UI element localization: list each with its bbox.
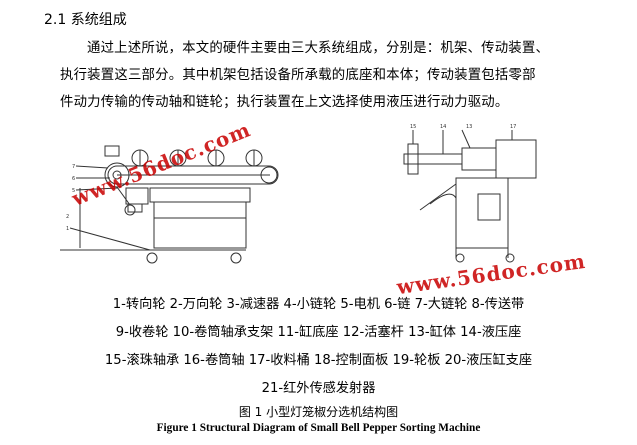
control-panel [477, 193, 501, 221]
side-view-drawing [60, 145, 279, 264]
svg-text:17: 17 [510, 124, 516, 130]
svg-text:13: 13 [466, 124, 472, 130]
svg-text:1: 1 [66, 226, 69, 232]
roller-right [260, 166, 278, 184]
motor [125, 187, 149, 205]
legend-line-1: 1-转向轮 2-万向轮 3-减速器 4-小链轮 5-电机 6-链 7-大链轮 8… [112, 297, 525, 312]
legend-line-3: 15-滚珠轴承 16-卷筒轴 17-收料桶 18-控制面板 19-轮板 20-液… [104, 353, 533, 368]
paragraph-line-2: 执行装置这三部分。其中机架包括设备所承载的底座和本体；传动装置包括零部 [60, 68, 536, 83]
section-heading: 2.1 系统组成 [44, 12, 127, 28]
structure-drawing: 7 6 5 1 2 15 14 13 17 [60, 124, 537, 264]
cylinder-body [461, 147, 497, 171]
svg-text:6: 6 [72, 176, 75, 182]
svg-text:7: 7 [72, 164, 75, 170]
wheel-2 [230, 252, 242, 264]
legend-line-2: 9-收卷轮 10-卷筒轴承支架 11-缸底座 12-活塞杆 13-缸体 14-液… [115, 325, 522, 340]
svg-text:2: 2 [66, 214, 69, 220]
figure-caption-chinese: 图 1 小型灯笼椒分选机结构图 [238, 405, 399, 419]
svg-text:5: 5 [72, 188, 75, 194]
top-view-drawing [403, 129, 537, 263]
figure-caption-english: Figure 1 Structural Diagram of Small Bel… [156, 422, 481, 434]
wheel-1 [146, 252, 158, 264]
piston-rod [403, 153, 463, 165]
svg-text:15: 15 [410, 124, 416, 130]
collection-bin [495, 139, 537, 179]
conveyor-belt [107, 165, 279, 185]
legend-line-4: 21-红外传感发射器 [261, 381, 376, 396]
paragraph-line-1: 通过上述所说，本文的硬件主要由三大系统组成，分别是：机架、传动装置、 [87, 41, 550, 56]
machine-body [153, 201, 247, 249]
svg-text:14: 14 [440, 124, 446, 130]
paragraph-line-3: 件动力传输的传动轴和链轮；执行装置在上文选择使用液压进行动力驱动。 [60, 95, 509, 110]
